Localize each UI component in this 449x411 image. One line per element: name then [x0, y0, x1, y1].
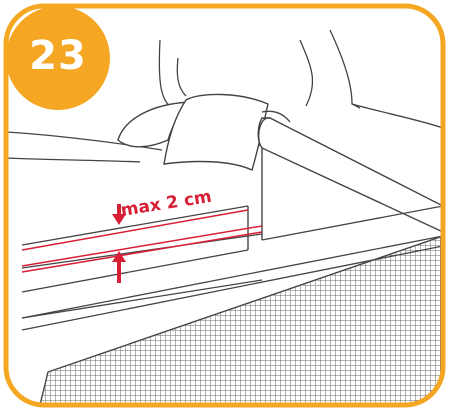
mesh-side-panel [39, 235, 443, 405]
pillow-center [163, 93, 269, 171]
mattress-line [21, 279, 263, 319]
step-number: 23 [29, 33, 87, 79]
mattress-line [21, 249, 249, 293]
crib-side-top [261, 205, 443, 241]
up-arrow-icon [112, 251, 126, 283]
rail-end [258, 117, 271, 147]
mattress-line [21, 205, 249, 246]
cushion-line [299, 39, 314, 107]
frame-border [3, 3, 446, 408]
gap-line-lower [21, 231, 263, 273]
cushion-line [329, 29, 361, 109]
down-arrow-icon [112, 204, 126, 225]
crib-side-line [21, 245, 443, 331]
cushion-line [158, 39, 173, 109]
seat-edge [6, 157, 141, 163]
gap-line-lower [21, 225, 263, 267]
mattress-line [21, 233, 263, 269]
cushion-line [176, 57, 187, 97]
crib-top-rail [257, 117, 443, 234]
crib-side-line [21, 235, 443, 319]
cushion-line [351, 103, 443, 129]
pillow-fold [261, 110, 291, 123]
gap-line-upper [21, 209, 249, 251]
step-badge [6, 6, 110, 110]
